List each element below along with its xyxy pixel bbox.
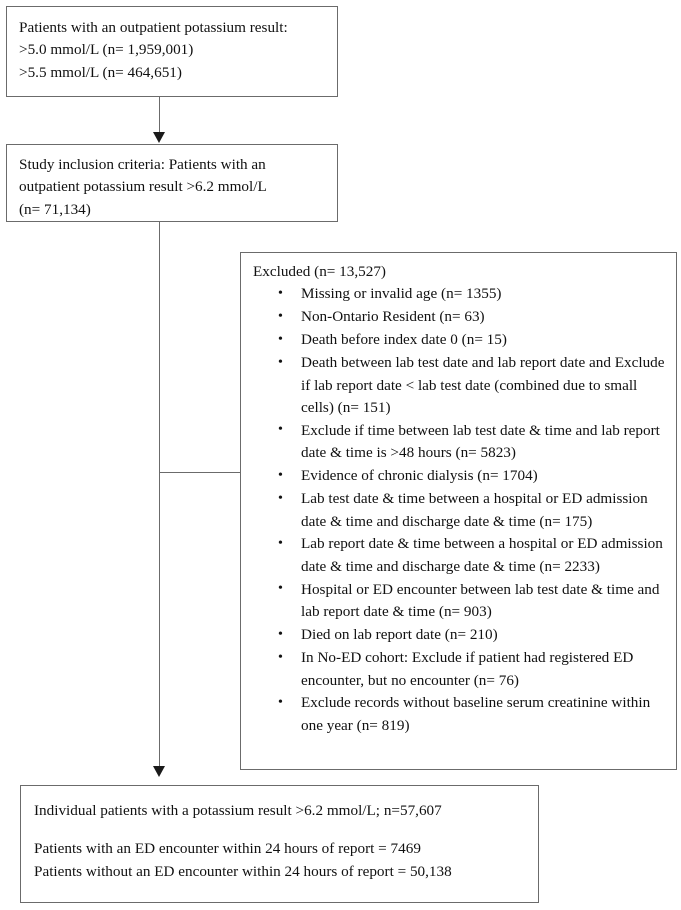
final-line-2: Patients with an ED encounter within 24 … <box>34 840 421 858</box>
exclusion-item: Exclude if time between lab test date & … <box>253 419 670 465</box>
exclusion-item: Death between lab test date and lab repo… <box>253 352 670 419</box>
exclusion-item: Exclude records without baseline serum c… <box>253 692 670 737</box>
connector-inclusion-to-final <box>159 222 161 769</box>
source-population-text: Patients with an outpatient potassium re… <box>7 7 337 93</box>
source-line-2: >5.0 mmol/L (n= 1,959,001) <box>19 41 194 59</box>
source-line-3: >5.5 mmol/L (n= 464,651) <box>19 63 182 81</box>
exclusion-item: Lab test date & time between a hospital … <box>253 488 670 533</box>
inclusion-line-3: (n= 71,134) <box>19 200 91 218</box>
exclusion-item: Evidence of chronic dialysis (n= 1704) <box>253 465 670 488</box>
exclusion-item: Died on lab report date (n= 210) <box>253 624 670 647</box>
inclusion-line-1: Study inclusion criteria: Patients with … <box>19 156 266 173</box>
inclusion-criteria-box: Study inclusion criteria: Patients with … <box>6 144 338 222</box>
arrowhead-into-final-box <box>153 766 165 777</box>
final-line-3: Patients without an ED encounter within … <box>34 862 452 880</box>
final-cohort-text: Individual patients with a potassium res… <box>21 786 538 892</box>
final-cohort-box: Individual patients with a potassium res… <box>20 785 539 903</box>
exclusions-box: Excluded (n= 13,527) Missing or invalid … <box>240 252 677 770</box>
exclusions-content: Excluded (n= 13,527) Missing or invalid … <box>241 253 676 744</box>
exclusion-item: Death before index date 0 (n= 15) <box>253 329 670 352</box>
exclusion-item: Lab report date & time between a hospita… <box>253 533 670 578</box>
arrowhead-into-inclusion-box <box>153 132 165 143</box>
inclusion-criteria-text: Study inclusion criteria: Patients with … <box>7 145 337 230</box>
exclusion-item: Missing or invalid age (n= 1355) <box>253 283 670 306</box>
inclusion-line-2: outpatient potassium result >6.2 mmol/L <box>19 178 267 196</box>
source-population-box: Patients with an outpatient potassium re… <box>6 6 338 97</box>
source-line-1: Patients with an outpatient potassium re… <box>19 19 288 36</box>
connector-branch-to-excluded <box>159 472 241 474</box>
exclusions-header: Excluded (n= 13,527) <box>253 263 386 280</box>
final-spacer <box>34 822 527 838</box>
exclusions-list: Missing or invalid age (n= 1355) Non-Ont… <box>253 283 670 737</box>
exclusion-item: In No-ED cohort: Exclude if patient had … <box>253 647 670 692</box>
exclusion-item: Hospital or ED encounter between lab tes… <box>253 578 670 624</box>
connector-source-to-inclusion <box>159 97 161 136</box>
exclusion-item: Non-Ontario Resident (n= 63) <box>253 306 670 329</box>
final-line-1: Individual patients with a potassium res… <box>34 802 442 819</box>
